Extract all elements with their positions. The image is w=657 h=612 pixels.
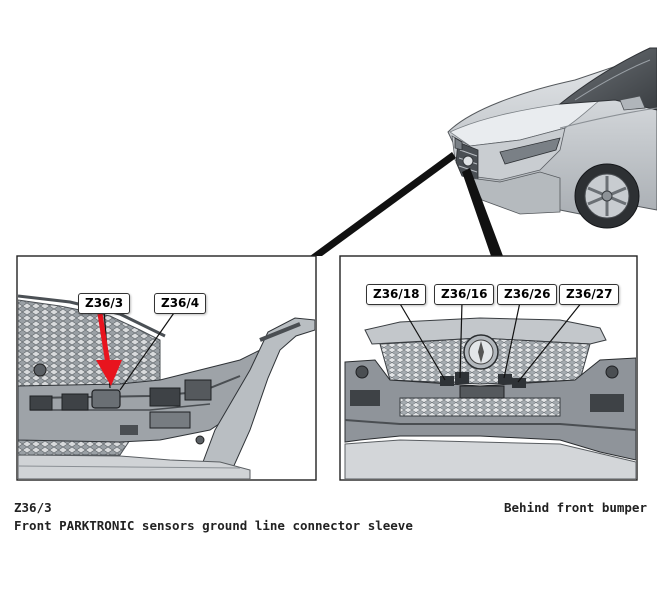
callout-z36-18: Z36/18: [366, 284, 427, 305]
red-highlight-arrow: [96, 313, 122, 386]
callout-z36-26: Z36/26: [497, 284, 558, 305]
callout-z36-27: Z36/27: [559, 284, 620, 305]
left-detail-view: [16, 255, 317, 481]
component-code-caption: Z36/3: [14, 500, 52, 515]
detail-leader-lines: [310, 152, 503, 256]
car-overview-illustration: [447, 47, 657, 229]
callout-z36-4: Z36/4: [154, 293, 207, 314]
callout-z36-3: Z36/3: [78, 293, 131, 314]
component-description-caption: Front PARKTRONIC sensors ground line con…: [14, 518, 413, 533]
component-location-caption: Behind front bumper: [504, 500, 647, 515]
callout-z36-16: Z36/16: [434, 284, 495, 305]
